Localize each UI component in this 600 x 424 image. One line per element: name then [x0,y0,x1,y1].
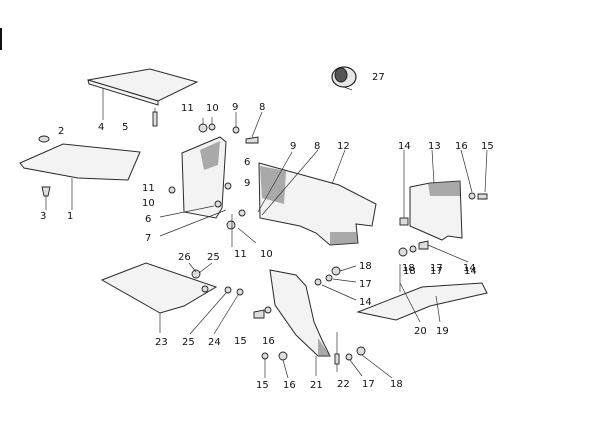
callout-9: 9 [232,102,238,113]
callout-18: 18 [402,263,415,274]
callout-11c: 11 [234,249,247,260]
part-6-panel [159,136,227,237]
callout-18d: 18 [403,266,416,277]
callout-12: 12 [337,141,350,152]
part-1-panel [19,143,141,210]
callout-16b: 16 [262,336,275,347]
callout-6b: 6 [244,157,250,168]
callout-25: 25 [207,252,220,263]
callout-10c: 10 [260,249,273,260]
callout-25b: 25 [182,337,195,348]
part-12-panel [257,149,377,246]
part-2-washer [38,135,50,143]
callout-5: 5 [122,122,128,133]
callout-15b: 15 [234,336,247,347]
callout-7: 7 [145,233,151,244]
callout-24: 24 [208,337,221,348]
callout-21: 21 [310,380,323,391]
callout-20: 20 [414,326,427,337]
callout-23: 23 [155,337,168,348]
callout-18c: 18 [390,379,403,390]
part-27-grommet [331,66,357,91]
callout-17b: 17 [359,279,372,290]
callout-27: 27 [372,72,385,83]
parts-17-18-lower [345,346,393,379]
hardware-lower-left [253,306,289,379]
parts-16-15-fasteners [460,149,488,200]
callout-19: 19 [436,326,449,337]
hardware-center [224,182,257,247]
part-23-panel [100,262,218,333]
part-5-panel [87,68,199,120]
callout-14c: 14 [359,297,372,308]
callout-9c: 9 [244,178,250,189]
callout-4: 4 [98,122,104,133]
callout-17: 17 [430,263,443,274]
callout-10b: 10 [142,198,155,209]
callout-13: 13 [428,141,441,152]
callout-8b: 8 [314,141,320,152]
callout-16c: 16 [283,380,296,391]
callout-9b: 9 [290,141,296,152]
part-3-screw [41,186,51,210]
fastener-cluster-top [198,111,263,144]
parts-25-24-fasteners [189,286,244,335]
callout-17d: 17 [430,266,443,277]
part-13-panel [409,149,463,241]
callout-3: 3 [40,211,46,222]
callout-22: 22 [337,379,350,390]
part-5-bolt [152,108,158,127]
hardware-center-lower [314,265,357,301]
callout-11: 11 [181,103,194,114]
callout-6: 6 [145,214,151,225]
part-14-rod [399,150,409,226]
callout-15c: 15 [256,380,269,391]
callout-15: 15 [481,141,494,152]
callout-14d: 14 [464,266,477,277]
callout-18b: 18 [359,261,372,272]
callout-11b: 11 [142,183,155,194]
callout-14b: 14 [463,263,476,274]
callout-16: 16 [455,141,468,152]
callout-26: 26 [178,252,191,263]
callout-2: 2 [58,126,64,137]
part-22-rod [334,332,340,372]
callout-17c: 17 [362,379,375,390]
parts-26-25-fasteners [188,262,213,293]
hardware-right-upper [398,240,469,263]
callout-10: 10 [206,103,219,114]
part-19-panel [356,264,488,323]
callout-labels: 4 5 11 10 9 8 27 2 3 1 11 10 6 7 9 8 9 6… [40,72,494,391]
part-21-panel [269,269,331,376]
callout-8: 8 [259,102,265,113]
callout-14: 14 [398,141,411,152]
callout-1: 1 [67,211,73,222]
